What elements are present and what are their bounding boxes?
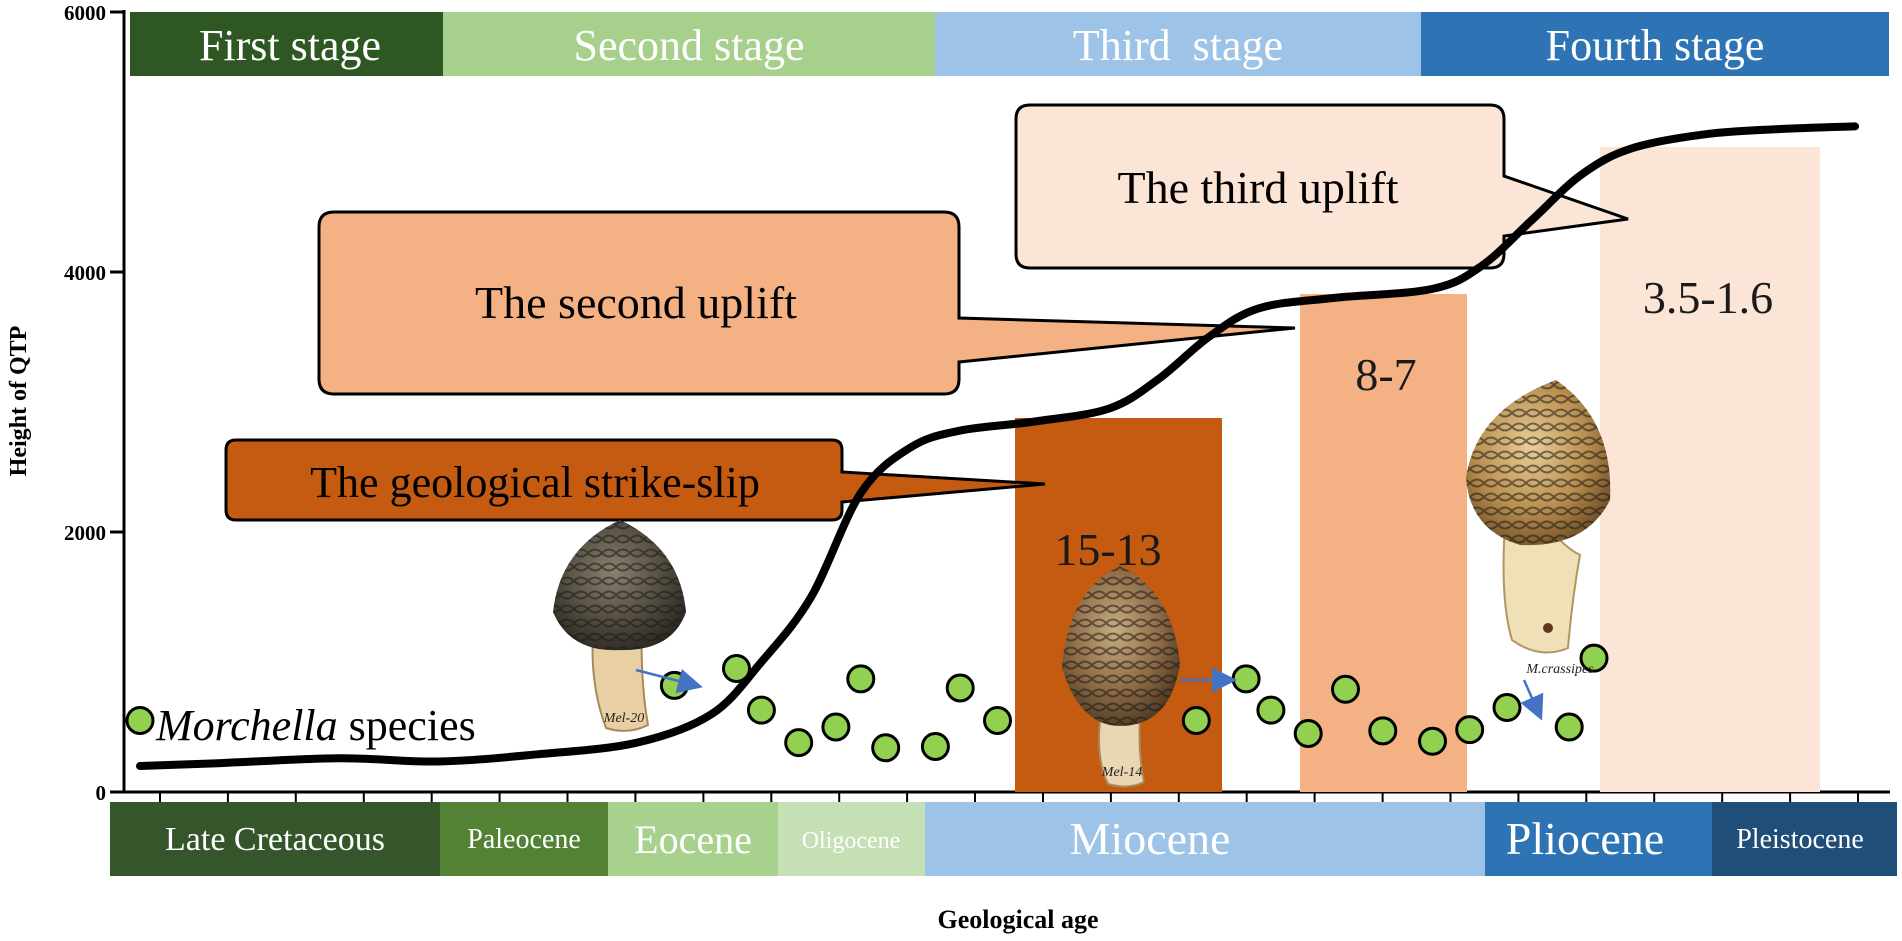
y-axis-title: Height of QTP: [6, 326, 32, 477]
epoch-label: Oligocene: [802, 828, 901, 854]
epoch-eocene-band: [608, 802, 778, 876]
morchella-point: [1256, 695, 1286, 725]
epoch-label: Late Cretaceous: [165, 821, 385, 858]
morel-cap-ridges: [1466, 380, 1611, 546]
uplift-band-label: 3.5-1.6: [1643, 272, 1773, 323]
epoch-bars: Late Cretaceous Paleocene Eocene Oligoce…: [110, 802, 1897, 876]
stage-fourth-label: Fourth stage: [1546, 21, 1765, 70]
specimen-arrow: [635, 668, 703, 694]
stage-first-band: [130, 12, 443, 76]
epoch-label: Miocene: [1070, 813, 1231, 864]
epoch-pleistocene-band: [1712, 802, 1897, 876]
series-label-genus: Morchella: [155, 701, 338, 750]
stage-banners: First stage Second stage Third stage Fou…: [130, 12, 1889, 76]
morel-stem: [1502, 518, 1582, 654]
morel-image-mcrassipes: M.crassipes: [1466, 380, 1611, 677]
stage-first-label: First stage: [199, 21, 381, 70]
morchella-point: [920, 732, 950, 761]
stage-second-label: Second stage: [574, 21, 805, 70]
epoch-oligocene-band: [778, 802, 925, 876]
callout-second-uplift: [317, 210, 1296, 396]
morchella-point: [746, 695, 776, 725]
y-tick-label: 0: [96, 781, 107, 805]
y-tick-label: 6000: [64, 1, 106, 25]
stage-fourth-band: [1421, 12, 1889, 76]
morchella-point: [871, 733, 901, 763]
morchella-point: [1368, 716, 1398, 746]
epoch-miocene-band: [925, 802, 1485, 876]
y-tick-label: 2000: [64, 521, 106, 545]
morchella-point: [784, 728, 814, 758]
epoch-late-cretaceous-band: [110, 802, 440, 876]
series-label: Morchella species: [155, 701, 476, 750]
uplift-band-label: 15-13: [1054, 524, 1161, 575]
epoch-pliocene-band: [1485, 802, 1712, 876]
morchella-point: [1554, 712, 1584, 742]
series-label-rest: species: [338, 701, 476, 750]
uplift-band-label: 8-7: [1355, 349, 1416, 400]
stage-third-label: Third stage: [1073, 21, 1283, 70]
morel-cap-ridges: [1062, 566, 1180, 726]
qtp-elevation-curve: [136, 122, 1859, 770]
morchella-point: [1231, 664, 1261, 694]
x-ticks: [159, 792, 1859, 802]
morchella-point: [1579, 643, 1609, 673]
morchella-point: [722, 654, 751, 683]
morel-image-mel20: Mel-20: [553, 520, 686, 732]
epoch-label: Eocene: [634, 817, 752, 862]
callout-second-uplift-text: The second uplift: [475, 277, 797, 328]
morel-image-mel14: Mel-14: [1062, 566, 1180, 788]
morchella-point: [1181, 706, 1211, 735]
uplift-band-3.5-1.6: [1600, 147, 1820, 792]
specimen-label: Mel-20: [603, 711, 644, 726]
morchella-point: [983, 706, 1012, 735]
epoch-label: Pleistocene: [1736, 824, 1864, 855]
specimen-label: Mel-14: [1101, 765, 1142, 780]
morchella-point: [1492, 693, 1522, 722]
epoch-label: Pliocene: [1506, 813, 1664, 864]
epoch-paleocene-band: [440, 802, 608, 876]
callout-third-uplift-text: The third uplift: [1117, 162, 1398, 213]
callouts: The geological strike-slip The second up…: [224, 103, 1629, 522]
morchella-point: [125, 706, 155, 735]
morel-stem-hole: [1543, 623, 1553, 633]
morchella-point: [1331, 674, 1360, 704]
morchella-point: [1455, 715, 1485, 745]
callout-strike-slip-text: The geological strike-slip: [310, 458, 760, 507]
morel-stem: [1098, 719, 1146, 788]
morel-cap-ridges: [553, 520, 686, 651]
callout-third-uplift: [1014, 103, 1629, 270]
y-ticks: 6000 4000 2000 0: [64, 1, 124, 805]
stage-third-band: [935, 12, 1421, 76]
epoch-label: Paleocene: [467, 824, 581, 855]
x-axis-title: Geological age: [937, 905, 1098, 934]
stage-second-band: [443, 12, 935, 76]
specimen-arrow: [1520, 679, 1544, 721]
uplift-bands: 15-13 8-7 3.5-1.6: [1015, 147, 1820, 792]
morchella-point: [945, 673, 975, 703]
morchella-point: [821, 712, 851, 742]
morchella-point: [846, 664, 876, 694]
morchella-point: [1418, 726, 1447, 756]
specimen-label: M.crassipes: [1525, 662, 1594, 677]
callout-strike-slip: [224, 438, 1046, 522]
morchella-point: [1293, 719, 1323, 748]
y-tick-label: 4000: [64, 261, 106, 285]
uplift-band-8-7: [1300, 294, 1467, 792]
